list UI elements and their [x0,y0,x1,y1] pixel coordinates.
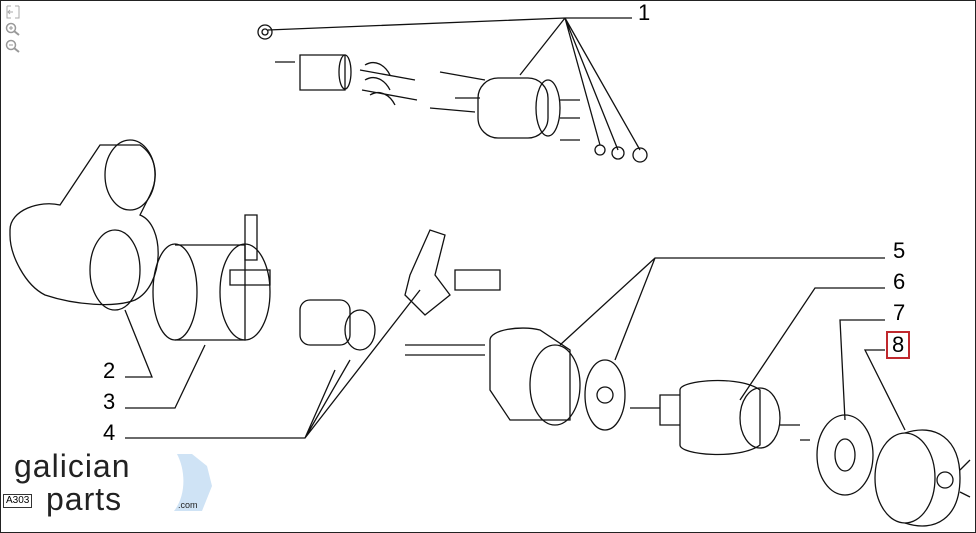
part-armature[interactable] [630,379,810,456]
logo-suffix: .com [178,500,198,510]
fit-screen-icon[interactable] [5,5,21,19]
part-drive-pinion[interactable] [299,229,501,351]
part-intermediate-bracket[interactable] [405,327,626,431]
zoom-out-icon[interactable] [5,39,21,53]
callout-1[interactable]: 1 [638,0,651,25]
callout-2[interactable]: 2 [103,358,116,383]
part-drive-housing[interactable] [9,139,159,311]
diagram-reference-code: A303 [3,494,33,508]
logo-text-line2: parts [46,481,123,517]
callout-7[interactable]: 7 [893,300,906,325]
logo-text-line1: galician [14,448,131,484]
part-end-cover[interactable] [874,429,971,527]
leader-lines [124,17,906,439]
callout-5[interactable]: 5 [893,238,906,263]
zoom-in-icon[interactable] [5,22,21,36]
callout-4[interactable]: 4 [103,420,116,445]
callout-3[interactable]: 3 [103,389,116,414]
viewer-toolbar [5,5,21,53]
map-graphic [174,454,212,511]
part-brush-holder[interactable] [816,414,874,496]
part-solenoid-kit[interactable] [257,24,648,163]
callout-8-selected[interactable]: 8 [886,331,911,359]
callout-6[interactable]: 6 [893,269,906,294]
part-field-frame[interactable] [152,214,271,341]
